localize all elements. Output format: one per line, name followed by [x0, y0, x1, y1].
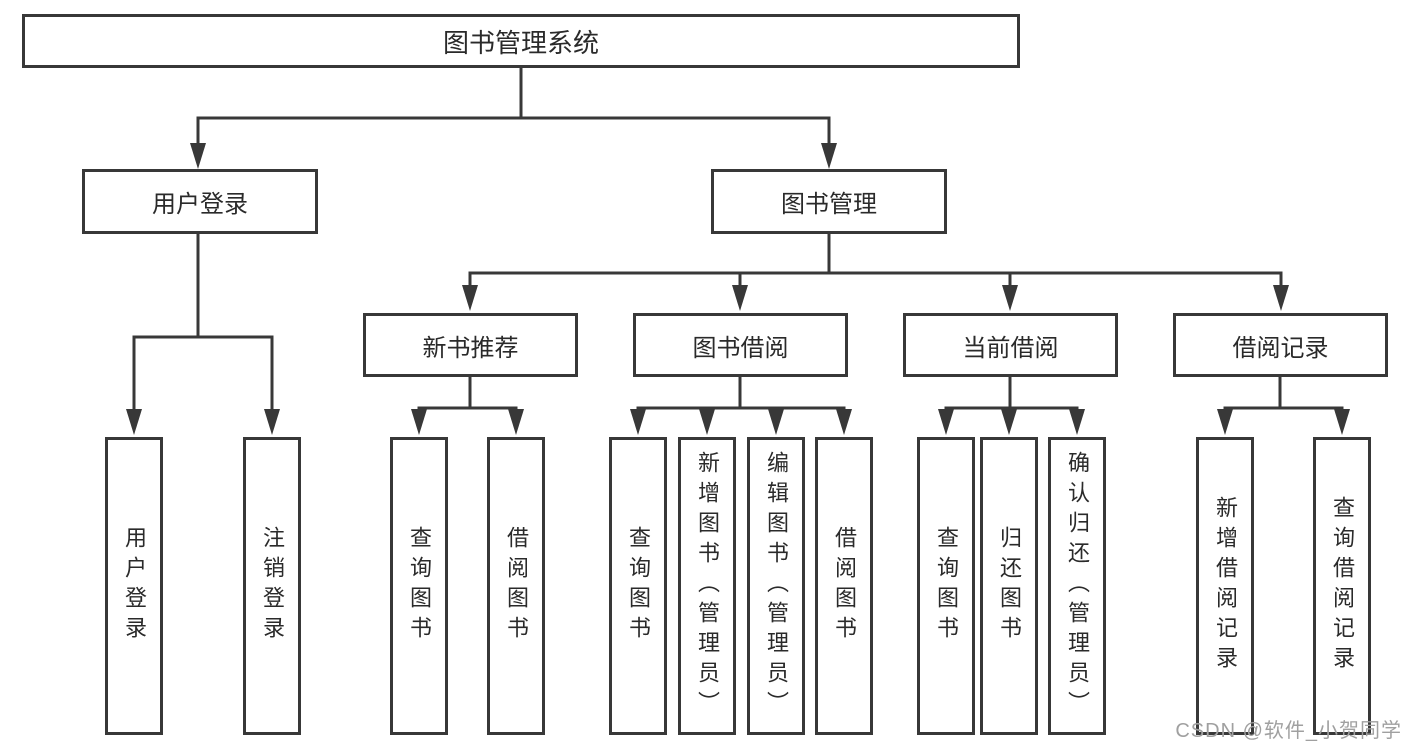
arrowheads: [126, 143, 1350, 435]
arrow-down-icon: [768, 409, 784, 435]
arrow-down-icon: [126, 409, 142, 435]
arrow-down-icon: [508, 409, 524, 435]
arrow-down-icon: [938, 409, 954, 435]
leaf-edit-books-admin: 编辑图书（管理员）: [747, 437, 805, 735]
node-borrowing-records: 借阅记录: [1173, 313, 1388, 377]
node-new-book-recommendation: 新书推荐: [363, 313, 578, 377]
arrow-down-icon: [190, 143, 206, 169]
leaf-confirm-return-admin: 确认归还（管理员）: [1048, 437, 1106, 735]
arrow-down-icon: [462, 285, 478, 311]
arrow-down-icon: [699, 409, 715, 435]
arrow-down-icon: [1002, 285, 1018, 311]
arrow-down-icon: [411, 409, 427, 435]
arrow-down-icon: [630, 409, 646, 435]
connector-new-book-rec-to-leaves: [417, 375, 518, 416]
connector-borrow-record-to-leaves: [1223, 375, 1344, 416]
leaf-query-books-recommend: 查询图书: [390, 437, 448, 735]
leaf-add-borrow-record: 新增借阅记录: [1196, 437, 1254, 735]
connector-user-login-to-leaves: [132, 232, 274, 416]
leaf-return-books: 归还图书: [980, 437, 1038, 735]
leaf-query-borrow-record: 查询借阅记录: [1313, 437, 1371, 735]
node-current-borrowing: 当前借阅: [903, 313, 1118, 377]
node-library-management-system: 图书管理系统: [22, 14, 1020, 68]
leaf-borrow-books: 借阅图书: [815, 437, 873, 735]
node-book-management: 图书管理: [711, 169, 947, 234]
node-book-borrowing: 图书借阅: [633, 313, 848, 377]
arrow-down-icon: [264, 409, 280, 435]
connector-book-borrow-to-leaves: [636, 375, 846, 416]
connector-current-borrow-to-leaves: [944, 375, 1079, 416]
arrow-down-icon: [1217, 409, 1233, 435]
leaf-query-books-borrow: 查询图书: [609, 437, 667, 735]
arrow-down-icon: [836, 409, 852, 435]
arrow-down-icon: [1273, 285, 1289, 311]
leaf-query-books-current: 查询图书: [917, 437, 975, 735]
connector-book-mgmt-to-level3: [468, 232, 1283, 292]
leaf-user-login: 用户登录: [105, 437, 163, 735]
node-user-login: 用户登录: [82, 169, 318, 234]
arrow-down-icon: [1069, 409, 1085, 435]
arrow-down-icon: [1334, 409, 1350, 435]
csdn-watermark: CSDN @软件_小贺同学: [1175, 720, 1402, 742]
leaf-borrow-books-recommend: 借阅图书: [487, 437, 545, 735]
connector-root-to-level2: [196, 66, 831, 148]
arrow-down-icon: [732, 285, 748, 311]
leaf-logout: 注销登录: [243, 437, 301, 735]
arrow-down-icon: [1001, 409, 1017, 435]
leaf-add-books-admin: 新增图书（管理员）: [678, 437, 736, 735]
arrow-down-icon: [821, 143, 837, 169]
